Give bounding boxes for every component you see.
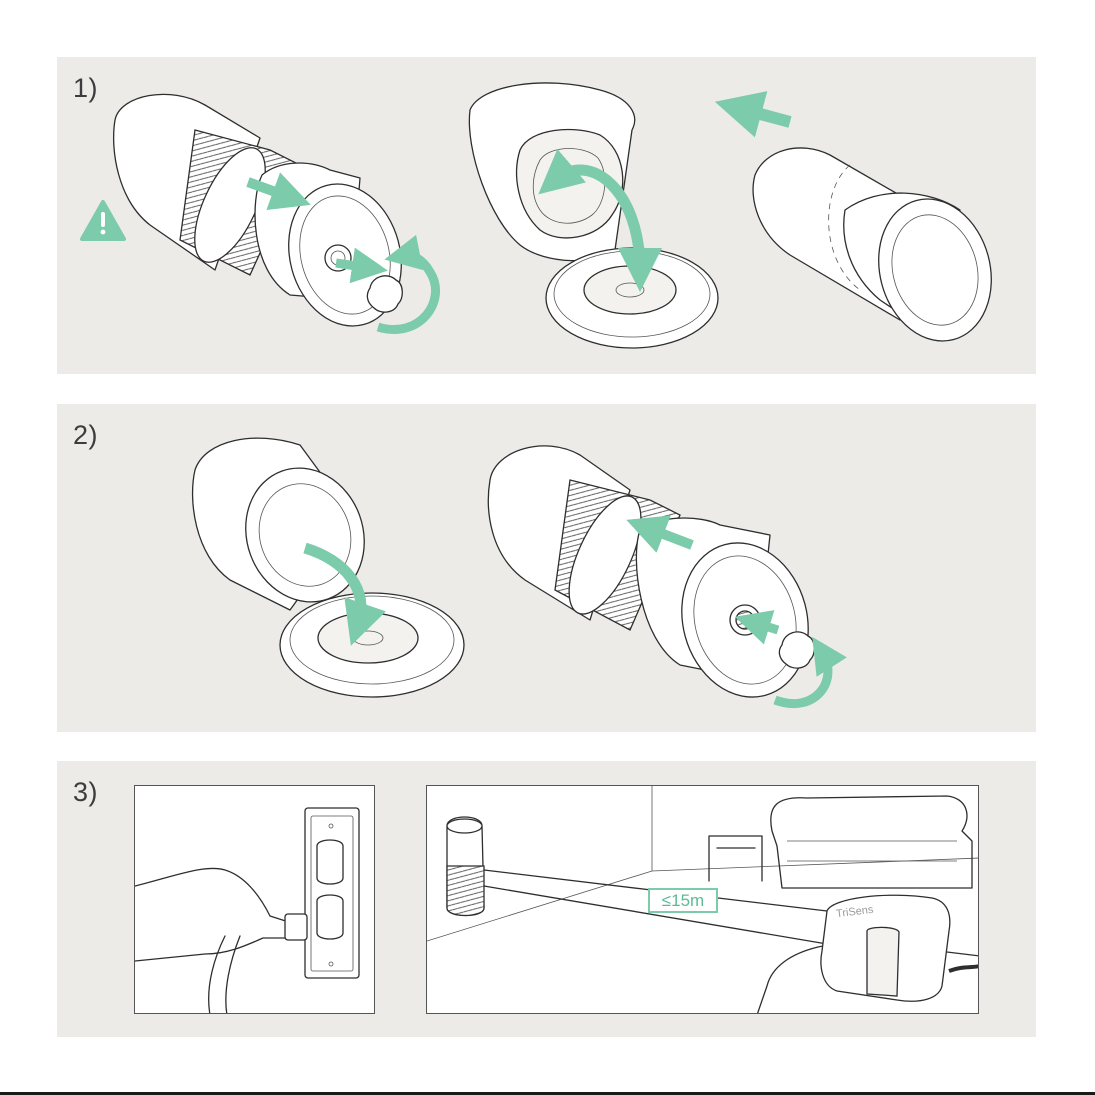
plug-in-frame xyxy=(134,785,375,1014)
distance-label: ≤15m xyxy=(648,888,718,913)
filter-to-lid xyxy=(193,438,464,697)
step-number: 3) xyxy=(73,777,98,808)
plug-into-outlet-illustration xyxy=(135,786,375,1014)
purifier-reassembly xyxy=(488,446,828,711)
